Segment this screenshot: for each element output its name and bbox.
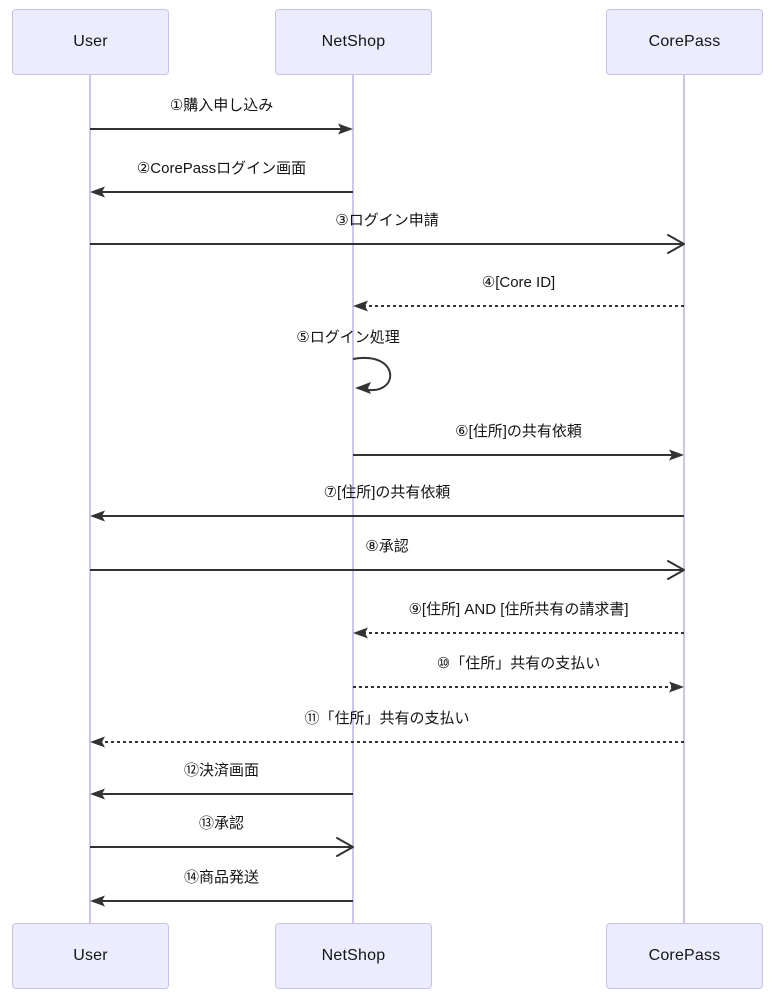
actor-top-corepass: CorePass — [606, 9, 763, 75]
message-label-4: ④[Core ID] — [481, 274, 556, 291]
message-arrowhead-6 — [669, 449, 684, 461]
message-arrowhead-13 — [336, 837, 354, 857]
message-label-6: ⑥[住所]の共有依頼 — [455, 423, 582, 440]
message-label-14: ⑭商品発送 — [183, 869, 260, 886]
message-arrowhead-9 — [353, 627, 368, 639]
message-arrowhead-11 — [90, 736, 105, 748]
message-arrowhead-3 — [667, 234, 685, 254]
message-label-7: ⑦[住所]の共有依頼 — [323, 484, 451, 501]
message-arrowhead-7 — [90, 510, 105, 522]
message-arrowhead-12 — [90, 788, 105, 800]
message-arrowhead-8 — [667, 560, 685, 580]
message-label-9: ⑨[住所] AND [住所共有の請求書] — [408, 601, 629, 618]
actor-bottom-corepass: CorePass — [606, 923, 763, 989]
message-label-5: ⑤ログイン処理 — [296, 329, 400, 346]
message-label-11: ⑪「住所」共有の支払い — [304, 710, 470, 727]
message-arrowhead-10 — [669, 681, 684, 693]
message-arrowhead-4 — [353, 300, 368, 312]
actor-bottom-user: User — [12, 923, 169, 989]
message-arrowhead-5 — [355, 382, 371, 394]
message-arrowhead-1 — [338, 123, 353, 135]
message-selfloop-5 — [352, 356, 392, 392]
message-label-8: ⑧承認 — [365, 538, 409, 555]
message-arrowhead-2 — [90, 186, 105, 198]
message-label-2: ②CorePassログイン画面 — [136, 160, 307, 177]
message-label-1: ①購入申し込み — [169, 97, 274, 114]
actor-top-user: User — [12, 9, 169, 75]
message-arrowhead-14 — [90, 895, 105, 907]
actor-bottom-netshop: NetShop — [275, 923, 432, 989]
message-label-3: ③ログイン申請 — [335, 212, 439, 229]
message-label-10: ⑩「住所」共有の支払い — [436, 655, 601, 672]
message-label-12: ⑫決済画面 — [183, 762, 260, 779]
actor-top-netshop: NetShop — [275, 9, 432, 75]
message-label-13: ⑬承認 — [198, 815, 245, 832]
